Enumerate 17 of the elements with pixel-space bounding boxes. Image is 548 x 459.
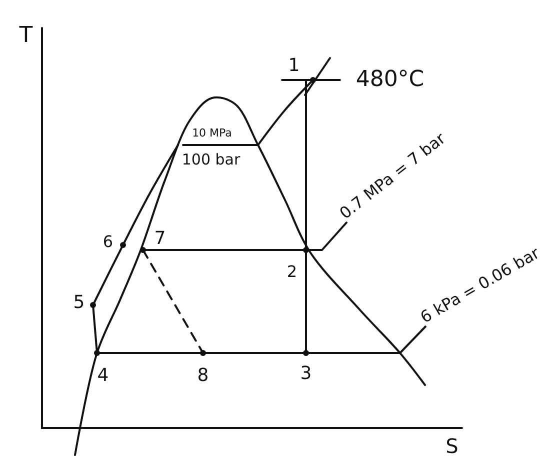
temperature-label: 480°C bbox=[356, 69, 424, 91]
state-point-label: 8 bbox=[197, 367, 209, 385]
pressure-label: 10 MPa bbox=[192, 128, 232, 138]
axis-label: S bbox=[446, 436, 458, 456]
state-point-label: 5 bbox=[73, 294, 85, 312]
pressure-annotation: 0.7 MPa = 7 bar bbox=[337, 130, 448, 222]
state-point-label: 1 bbox=[288, 57, 300, 75]
pressure-annotation: 6 kPa = 0.06 bar bbox=[418, 245, 542, 326]
state-point-label: 6 bbox=[102, 234, 114, 250]
axis-label: T bbox=[19, 25, 33, 47]
state-point-label: 2 bbox=[286, 264, 298, 280]
state-point-label: 3 bbox=[300, 365, 312, 383]
state-point-label: 7 bbox=[154, 230, 166, 248]
leader-line bbox=[399, 325, 427, 354]
state-point-label: 4 bbox=[97, 367, 109, 385]
leader-line bbox=[321, 221, 348, 251]
pressure-label: 100 bar bbox=[182, 152, 240, 168]
